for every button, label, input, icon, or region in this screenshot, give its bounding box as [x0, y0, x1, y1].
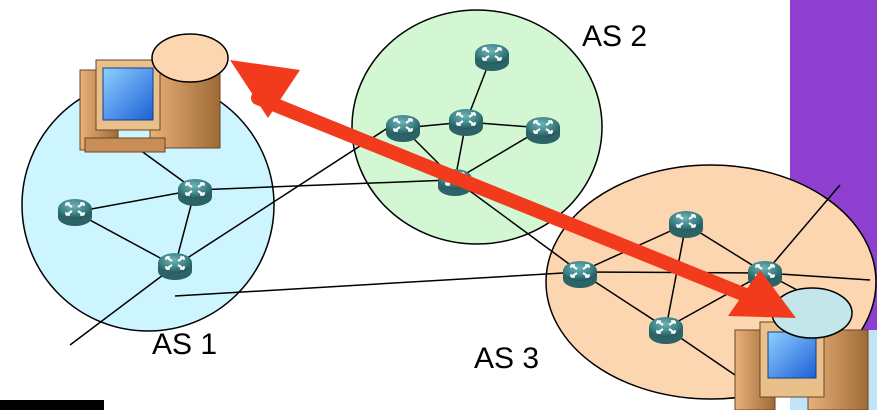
router-icon — [157, 252, 193, 281]
link — [665, 272, 766, 329]
link — [194, 179, 451, 191]
link — [74, 189, 196, 213]
corner-bar — [0, 400, 104, 410]
double-headed-arrow-icon — [230, 60, 796, 318]
link — [665, 223, 687, 329]
source-host-oval — [151, 33, 229, 83]
router-icon — [648, 316, 684, 345]
desktop-computer-icon — [79, 59, 221, 153]
router-icon — [668, 210, 704, 239]
link — [174, 271, 581, 297]
router-icon — [57, 198, 93, 227]
as2-label: AS 2 — [582, 20, 648, 53]
router-icon — [177, 178, 213, 207]
link — [69, 265, 176, 346]
router-icon — [448, 108, 484, 137]
router-icon — [562, 260, 598, 289]
router-icon — [385, 114, 421, 143]
as3-label: AS 3 — [474, 342, 540, 375]
link — [764, 184, 841, 274]
link — [454, 179, 581, 273]
desktop-computer-icon — [734, 321, 869, 410]
router-icon — [474, 43, 510, 72]
link — [764, 272, 871, 281]
as1-label: AS 1 — [152, 328, 218, 361]
link — [74, 211, 176, 267]
router-icon — [525, 116, 561, 145]
